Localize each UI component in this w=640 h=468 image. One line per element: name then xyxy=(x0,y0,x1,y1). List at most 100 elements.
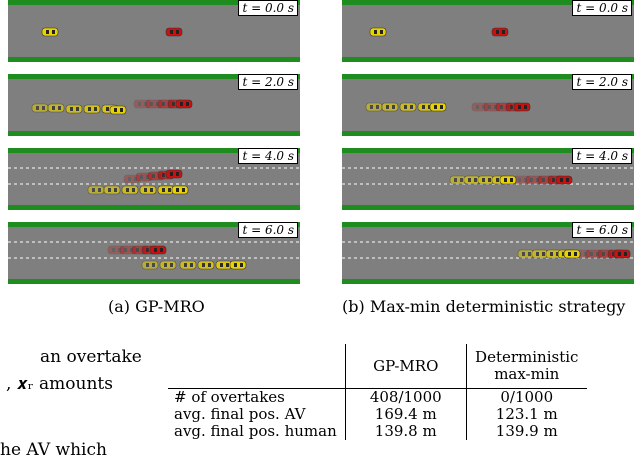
av-car xyxy=(563,249,581,259)
human-car xyxy=(513,175,531,185)
car-window xyxy=(112,248,115,252)
human-car xyxy=(165,169,183,179)
header-gp-mro: GP-MRO xyxy=(344,344,467,389)
body-text-line: an overtake xyxy=(40,347,142,367)
car-body xyxy=(47,103,65,113)
car-window xyxy=(140,175,143,179)
car-window xyxy=(494,105,497,109)
car-window xyxy=(542,252,545,256)
car-window xyxy=(106,107,109,111)
car-window xyxy=(460,178,463,182)
car-body xyxy=(179,260,197,270)
car-window xyxy=(114,108,117,112)
car-window xyxy=(560,178,563,182)
car-window xyxy=(500,105,503,109)
car-window xyxy=(172,102,175,106)
car-body xyxy=(31,103,49,113)
av-car xyxy=(31,103,49,113)
car-window xyxy=(134,177,137,181)
car-window xyxy=(376,105,379,109)
human-car xyxy=(149,245,167,255)
car-window xyxy=(98,188,101,192)
car-window xyxy=(482,105,485,109)
grass-top xyxy=(8,222,300,227)
car-window xyxy=(530,178,533,182)
car-window xyxy=(36,106,39,110)
car-window xyxy=(454,178,457,182)
human-car xyxy=(175,99,193,109)
car-window xyxy=(510,178,513,182)
car-window xyxy=(476,105,479,109)
car-window xyxy=(180,102,183,106)
car-body xyxy=(563,249,581,259)
av-car xyxy=(47,103,65,113)
car-window xyxy=(562,252,565,256)
car-window xyxy=(160,248,163,252)
road-scene xyxy=(8,222,300,284)
car-window xyxy=(42,106,45,110)
human-car xyxy=(491,27,509,37)
human-car xyxy=(513,102,531,112)
car-window xyxy=(234,263,237,267)
car-body xyxy=(499,175,517,185)
car-window xyxy=(144,188,147,192)
human-car xyxy=(107,245,125,255)
car-window xyxy=(164,263,167,267)
av-car xyxy=(157,185,175,195)
av-car xyxy=(87,185,105,195)
car-body xyxy=(477,175,495,185)
car-body xyxy=(159,260,177,270)
car-body xyxy=(197,260,215,270)
av-car xyxy=(141,260,159,270)
panel-left-t2: t = 2.0 s xyxy=(8,74,300,136)
car-window xyxy=(46,30,49,34)
grass-bottom xyxy=(8,205,300,210)
car-window xyxy=(596,252,599,256)
grass-bottom xyxy=(8,131,300,136)
car-window xyxy=(136,248,139,252)
av-car xyxy=(399,102,417,112)
car-window xyxy=(504,178,507,182)
table-row: avg. final pos. human 139.8 m 139.9 m xyxy=(168,423,587,440)
car-window xyxy=(124,248,127,252)
av-car xyxy=(41,27,59,37)
av-car xyxy=(517,249,535,259)
car-body xyxy=(429,102,447,112)
car-window xyxy=(536,252,539,256)
human-car xyxy=(133,99,151,109)
car-body xyxy=(103,185,121,195)
av-car xyxy=(499,175,517,185)
car-window xyxy=(162,102,165,106)
car-body xyxy=(65,104,83,114)
results-table: GP-MRO Deterministic max-min # of overta… xyxy=(168,344,587,440)
car-body xyxy=(513,102,531,112)
caption-max-min: (b) Max-min deterministic strategy xyxy=(342,297,626,316)
car-window xyxy=(584,252,587,256)
car-window xyxy=(568,252,571,256)
car-window xyxy=(496,178,499,182)
car-window xyxy=(404,105,407,109)
grass-bottom xyxy=(342,57,634,62)
car-window xyxy=(410,105,413,109)
car-window xyxy=(150,188,153,192)
av-car xyxy=(463,175,481,185)
car-window xyxy=(574,252,577,256)
car-window xyxy=(602,252,605,256)
grass-bottom xyxy=(8,279,300,284)
car-window xyxy=(566,178,569,182)
car-body xyxy=(133,99,151,109)
car-body xyxy=(365,102,383,112)
car-window xyxy=(170,172,173,176)
human-car xyxy=(613,249,631,259)
av-car xyxy=(171,185,189,195)
car-window xyxy=(528,252,531,256)
car-window xyxy=(186,102,189,106)
grass-top xyxy=(342,148,634,153)
car-window xyxy=(138,102,141,106)
av-car xyxy=(429,102,447,112)
car-window xyxy=(474,178,477,182)
car-body xyxy=(613,249,631,259)
car-window xyxy=(120,108,123,112)
car-body xyxy=(87,185,105,195)
car-window xyxy=(114,188,117,192)
